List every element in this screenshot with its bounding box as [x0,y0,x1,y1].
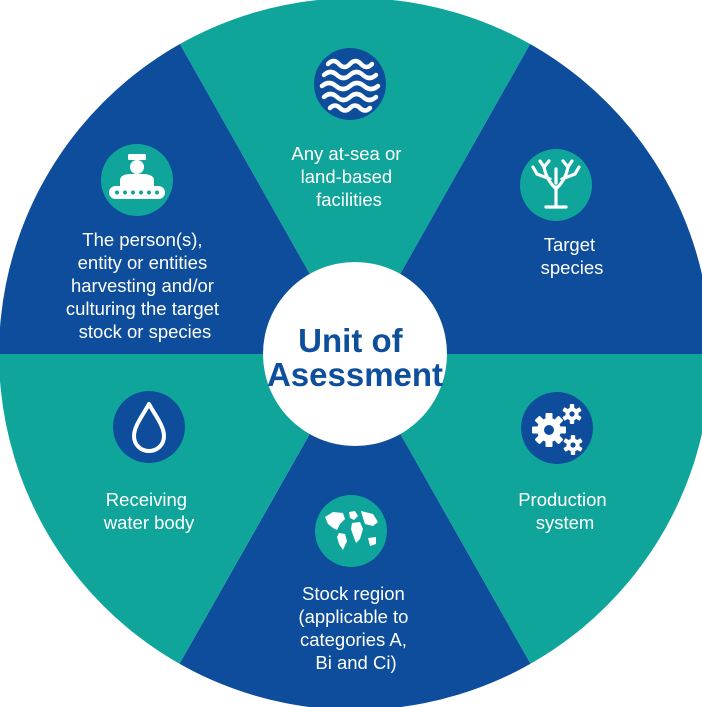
center-title: Unit of Asessment [267,322,443,393]
segment-label-line: Bi and Ci) [315,652,396,673]
center-title-line-1: Unit of [298,322,403,359]
segment-label-line: Any at-sea or [291,143,401,164]
segment-label-line: species [541,257,604,278]
segment-label-line: categories A, [300,629,407,650]
segment-label-line: system [536,512,595,533]
segment-receiving-water-body: Receiving water body [103,391,195,533]
gears-icon [521,392,593,464]
segment-label-line: Target [544,234,595,255]
center-circle [263,262,447,446]
segment-label-line: Receiving [106,489,187,510]
segment-label-persons-entities: The person(s), entity or entities harves… [66,229,224,342]
segment-label-line: Production [518,489,606,510]
water-drop-icon [113,391,185,463]
segment-label-line: harvesting and/or [71,275,214,296]
segment-label-line: The person(s), [82,229,202,250]
coral-icon [520,149,592,221]
segment-label-stock-region: Stock region (applicable to categories A… [298,583,413,673]
segment-label-line: Stock region [302,583,405,604]
center-title-line-2: Asessment [267,356,443,393]
segment-label-line: water body [103,512,195,533]
segment-stock-region: Stock region (applicable to categories A… [298,495,413,673]
segment-label-line: facilities [316,189,382,210]
segment-persons-entities: The person(s), entity or entities harves… [66,144,224,342]
segment-label-receiving-water-body: Receiving water body [103,489,195,533]
segment-label-line: stock or species [79,321,212,342]
segment-production-system: Production system [518,392,612,533]
segment-target-species: Target species [520,149,603,278]
waves-icon [314,48,386,120]
segment-wedge-facilities [155,0,555,354]
segment-label-line: (applicable to [298,606,408,627]
worker-conveyor-icon [101,144,173,216]
segment-label-line: culturing the target [66,298,219,319]
segment-label-target-species: Target species [541,234,604,278]
segment-label-production-system: Production system [518,489,612,533]
segment-facilities: Any at-sea or land-based facilities [291,48,406,210]
conveyor-rollers [115,190,159,195]
segment-label-line: entity or entities [78,252,208,273]
globe-icon [315,495,387,567]
segment-label-line: land-based [301,166,393,187]
segment-label-facilities: Any at-sea or land-based facilities [291,143,406,210]
